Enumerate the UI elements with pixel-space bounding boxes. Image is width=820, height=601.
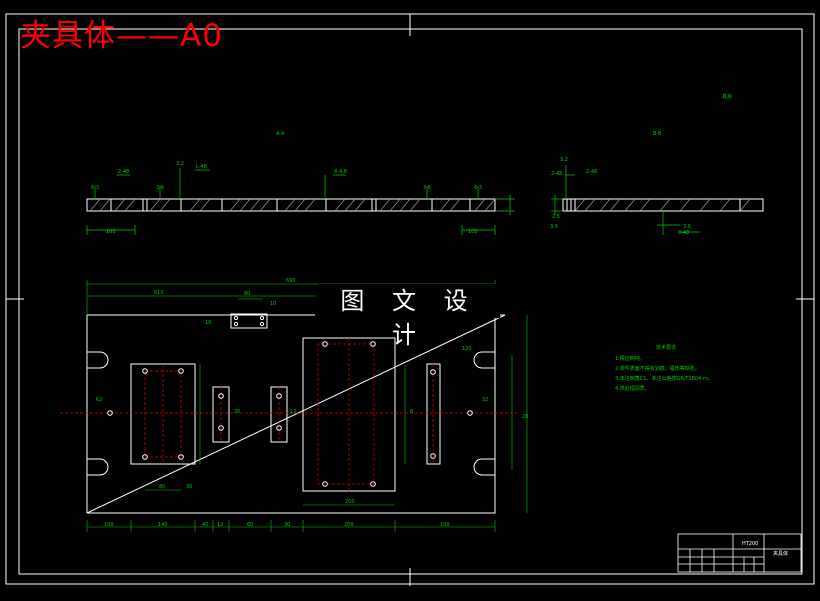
svg-text:L-48: L-48 (196, 164, 207, 170)
svg-text:2-48: 2-48 (586, 169, 597, 175)
dim-30b: 30 (186, 484, 192, 490)
svg-text:2.5: 2.5 (552, 214, 560, 220)
watermark-text: 图 文 设 计 (318, 284, 500, 349)
dim-30: 30 (284, 522, 290, 528)
title-block-drawing-no: HT200 (742, 541, 758, 547)
tech-heading: 技术要求 (656, 344, 676, 351)
centring-marks (6, 14, 814, 586)
dim-32: 32 (482, 397, 488, 403)
svg-text:3.2: 3.2 (176, 161, 184, 167)
dim-20: 20 (234, 409, 240, 415)
svg-text:3.6: 3.6 (683, 224, 691, 230)
dim-28: 28 (522, 414, 528, 420)
title-block-part-name: 夹具体 (773, 550, 788, 557)
dim-100-bottom-left: 100 (104, 522, 114, 528)
tech-line-1: 1.锐边倒钝。 (615, 355, 645, 362)
dim-200: 200 (344, 522, 354, 528)
roughness-note: 其余 (722, 93, 732, 100)
svg-text:6.3: 6.3 (91, 185, 99, 191)
len-100-left: 100 (106, 229, 116, 235)
plan-dimension-texts: 690 510 100 140 40 12 60 30 200 100 80 3… (96, 278, 528, 528)
section-label-b: B-B (653, 131, 662, 137)
tech-line-3: 3.未注倒角C1，未注公差按GB/T1804-m。 (615, 375, 713, 382)
len-100-right: 100 (468, 229, 478, 235)
drawing-title: 夹具体——A0 (20, 18, 223, 54)
dim-12b: 12 (290, 409, 296, 415)
svg-text:8-4.8: 8-4.8 (334, 169, 347, 175)
section-view-a (86, 168, 515, 235)
dim-10: 10 (270, 301, 276, 307)
svg-text:2-48: 2-48 (118, 169, 129, 175)
svg-text:3-48: 3-48 (678, 230, 689, 236)
section-view-b (551, 165, 764, 235)
dim-510: 510 (154, 290, 164, 296)
dim-80-top: 80 (244, 291, 250, 297)
tech-requirements: 技术要求 1.锐边倒钝。 2.零件表面不得有划痕、碰伤等缺陷。 3.未注倒角C1… (615, 344, 713, 392)
dim-62: 62 (96, 397, 102, 403)
section-a-labels: 6.3 3.6 3.2 2-48 L-48 8-4.8 3.6 6.3 100 100 (91, 161, 482, 235)
tech-line-4: 4.热处理调质。 (615, 385, 650, 392)
dim-60: 60 (247, 522, 253, 528)
dim-140: 140 (158, 522, 168, 528)
svg-text:6.3: 6.3 (474, 185, 482, 191)
svg-text:2-48: 2-48 (551, 171, 562, 177)
section-label-a: A-A (276, 131, 285, 137)
plan-holes (107, 315, 473, 487)
dim-200b: 200 (345, 499, 355, 505)
dim-120: 120 (462, 346, 472, 352)
dim-overall-length: 690 (286, 278, 296, 284)
dim-8: 8 (410, 409, 413, 415)
svg-text:3.6: 3.6 (156, 185, 164, 191)
svg-text:3.2: 3.2 (560, 157, 568, 163)
svg-text:3.5: 3.5 (550, 224, 558, 230)
dim-80: 80 (159, 484, 165, 490)
svg-text:3.6: 3.6 (423, 185, 431, 191)
dim-16: 16 (205, 320, 211, 326)
tech-line-2: 2.零件表面不得有划痕、碰伤等缺陷。 (615, 365, 700, 372)
dim-40: 40 (202, 522, 208, 528)
title-block (677, 533, 802, 573)
plan-hidden-lines (60, 338, 520, 491)
dim-12: 12 (217, 522, 223, 528)
section-b-labels: 3.2 2-48 2-48 2.5 3.5 3.6 3-48 (550, 157, 691, 236)
dim-100-bottom-right: 100 (440, 522, 450, 528)
